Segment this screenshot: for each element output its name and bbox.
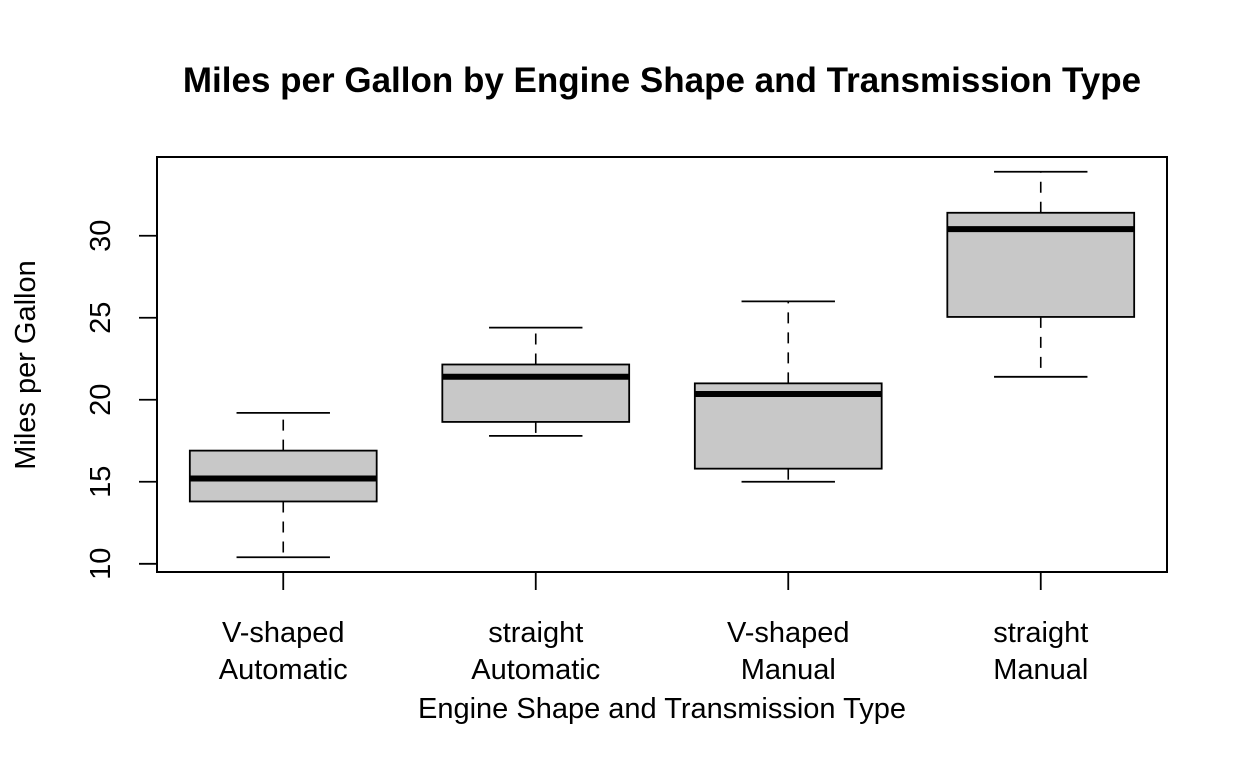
y-tick-label: 25 <box>85 302 117 334</box>
x-tick-label-line1: V-shaped <box>222 617 345 649</box>
x-tick-label-line2: Manual <box>993 654 1088 686</box>
y-axis-label: Miles per Gallon <box>10 260 42 470</box>
box-body <box>693 382 883 470</box>
x-tick-label-line1: V-shaped <box>727 617 850 649</box>
x-axis-label: Engine Shape and Transmission Type <box>418 693 906 725</box>
box-group <box>946 170 1136 378</box>
x-tick-label-line2: Automatic <box>471 654 600 686</box>
boxes-layer <box>188 170 1136 559</box>
y-tick-label: 30 <box>85 220 117 252</box>
box-group <box>693 300 883 483</box>
x-tick-label-line2: Manual <box>741 654 836 686</box>
box-group <box>441 326 631 437</box>
y-tick-label: 15 <box>85 466 117 498</box>
box-body <box>441 363 631 423</box>
x-tick-label-line1: straight <box>993 617 1088 649</box>
box-group <box>188 411 378 559</box>
chart-title: Miles per Gallon by Engine Shape and Tra… <box>183 61 1141 100</box>
x-tick-label-line1: straight <box>488 617 583 649</box>
y-tick-label: 20 <box>85 384 117 416</box>
y-axis: 10 15 20 25 30 <box>85 220 158 580</box>
y-tick-label: 10 <box>85 548 117 580</box>
x-tick-label-line2: Automatic <box>219 654 348 686</box>
